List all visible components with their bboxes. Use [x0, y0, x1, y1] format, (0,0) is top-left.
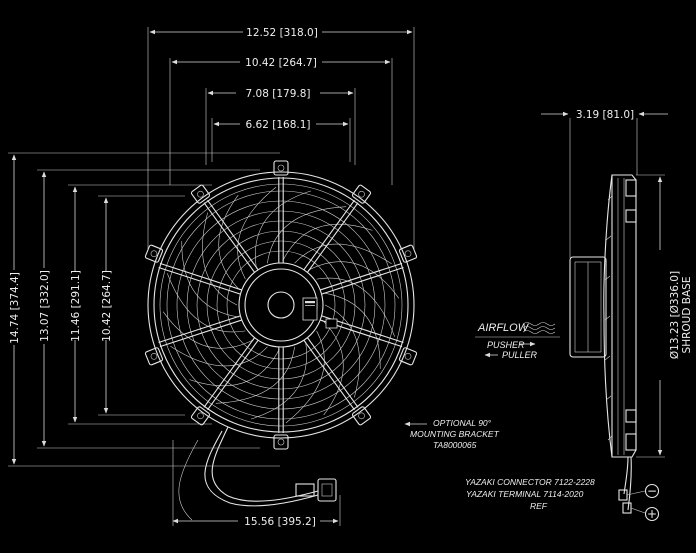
dim-lead-length: 15.56 [395.2]	[244, 516, 316, 528]
bracket-note-line3: TA8000065	[433, 440, 477, 450]
rotation-label	[325, 318, 338, 329]
lead-length-dimension	[172, 440, 341, 526]
shroud-inner-ring	[153, 177, 409, 433]
guard-rings	[166, 190, 396, 420]
negative-symbol: −	[647, 484, 657, 498]
dim-depth: 3.19 [81.0]	[576, 109, 634, 121]
fan-blades	[162, 186, 400, 424]
top-dimensions	[147, 27, 415, 250]
positive-terminal-icon	[644, 506, 660, 522]
dim-mount-span-outer: 10.42 [264.7]	[245, 57, 317, 69]
dim-shroud-height: 13.07 [332.0]	[39, 270, 51, 342]
airflow-wave-icon	[522, 322, 556, 326]
positive-symbol: +	[647, 507, 657, 521]
wire-sleeve	[295, 483, 315, 497]
motor-hub	[238, 262, 324, 348]
shroud-base-label: SHROUD BASE	[681, 277, 693, 354]
wire-harness	[178, 426, 337, 521]
dim-overall-width: 12.52 [318.0]	[246, 27, 318, 39]
negative-terminal-icon	[644, 483, 660, 499]
dim-mount-height-inner: 10.42 [264.7]	[101, 270, 113, 342]
dim-overall-height: 14.74 [374.4]	[9, 272, 21, 344]
fan-side-view	[541, 111, 668, 522]
motor-label-plate	[302, 297, 318, 321]
bracket-note-line2: MOUNTING BRACKET	[410, 429, 500, 439]
left-dimensions	[8, 152, 280, 467]
fan-front-view	[144, 160, 418, 450]
connector-note-line3: REF	[530, 501, 548, 511]
shroud-outer-ring	[147, 171, 415, 439]
yazaki-connector	[317, 478, 337, 502]
connector-note-line2: YAZAKI TERMINAL 7114-2020	[466, 489, 584, 499]
pusher-label: PUSHER	[487, 340, 525, 350]
dim-mount-span-inner: 6.62 [168.1]	[246, 119, 311, 131]
motor-shaft-cap	[267, 291, 295, 319]
puller-label: PULLER	[502, 350, 538, 360]
dim-mount-span-mid: 7.08 [179.8]	[246, 88, 311, 100]
dim-shroud-base: Ø13.23 [Ø336.0]	[669, 271, 681, 359]
guard-spokes	[158, 177, 404, 433]
mounting-tabs	[144, 160, 418, 450]
motor-side-profile	[569, 256, 607, 358]
dim-mount-height-outer: 11.46 [291.1]	[70, 270, 82, 342]
bracket-note-line1: OPTIONAL 90°	[433, 418, 492, 428]
airflow-indicator: AIRFLOW PUSHER PULLER	[475, 322, 560, 360]
airflow-label: AIRFLOW	[477, 322, 530, 334]
connector-note-line1: YAZAKI CONNECTOR 7122-2228	[465, 477, 595, 487]
